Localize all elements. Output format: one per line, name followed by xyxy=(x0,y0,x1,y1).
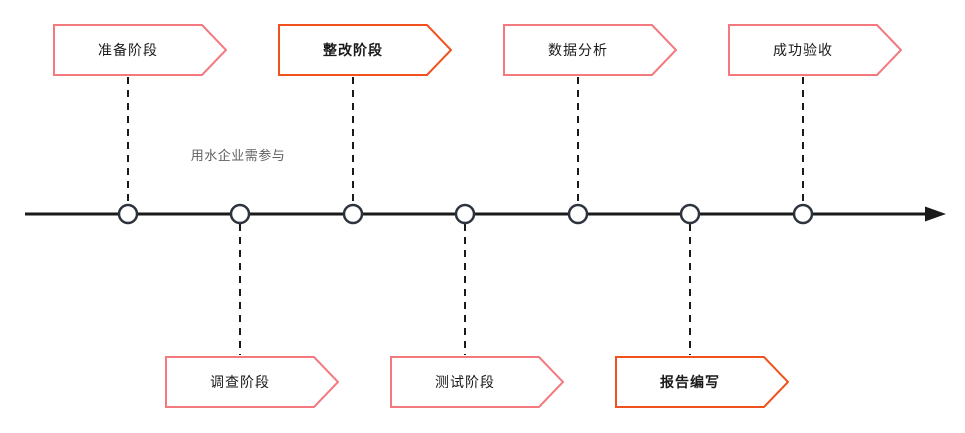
milestone-node-3[interactable] xyxy=(342,203,364,225)
stage-label: 调查阶段 xyxy=(210,374,270,390)
stage-node-testing[interactable]: 测试阶段 xyxy=(390,356,564,408)
pennant-shape-icon xyxy=(615,356,789,408)
milestone-node-7[interactable] xyxy=(792,203,814,225)
stage-node-investigation[interactable]: 调查阶段 xyxy=(165,356,339,408)
pennant-shape-icon xyxy=(503,24,677,76)
annotation-note: 用水企业需参与 xyxy=(190,148,286,163)
stage-label: 数据分析 xyxy=(548,42,608,58)
pennant-shape-icon xyxy=(165,356,339,408)
stage-label: 报告编写 xyxy=(660,374,720,390)
stage-label: 成功验收 xyxy=(773,42,833,58)
pennant-shape-icon xyxy=(390,356,564,408)
arrowhead-icon xyxy=(925,206,946,222)
milestone-node-4[interactable] xyxy=(454,203,476,225)
milestone-node-6[interactable] xyxy=(679,203,701,225)
milestone-node-2[interactable] xyxy=(229,203,251,225)
pennant-shape-icon xyxy=(53,24,227,76)
stage-node-acceptance[interactable]: 成功验收 xyxy=(728,24,902,76)
stage-label: 测试阶段 xyxy=(435,374,495,390)
milestone-node-5[interactable] xyxy=(567,203,589,225)
pennant-shape-icon xyxy=(728,24,902,76)
stage-node-preparation[interactable]: 准备阶段 xyxy=(53,24,227,76)
stage-label: 准备阶段 xyxy=(98,42,158,58)
stage-label: 整改阶段 xyxy=(323,42,383,58)
stage-node-rectification[interactable]: 整改阶段 xyxy=(278,24,452,76)
stage-node-report-writing[interactable]: 报告编写 xyxy=(615,356,789,408)
pennant-shape-icon xyxy=(278,24,452,76)
stage-node-data-analysis[interactable]: 数据分析 xyxy=(503,24,677,76)
milestone-node-1[interactable] xyxy=(117,203,139,225)
